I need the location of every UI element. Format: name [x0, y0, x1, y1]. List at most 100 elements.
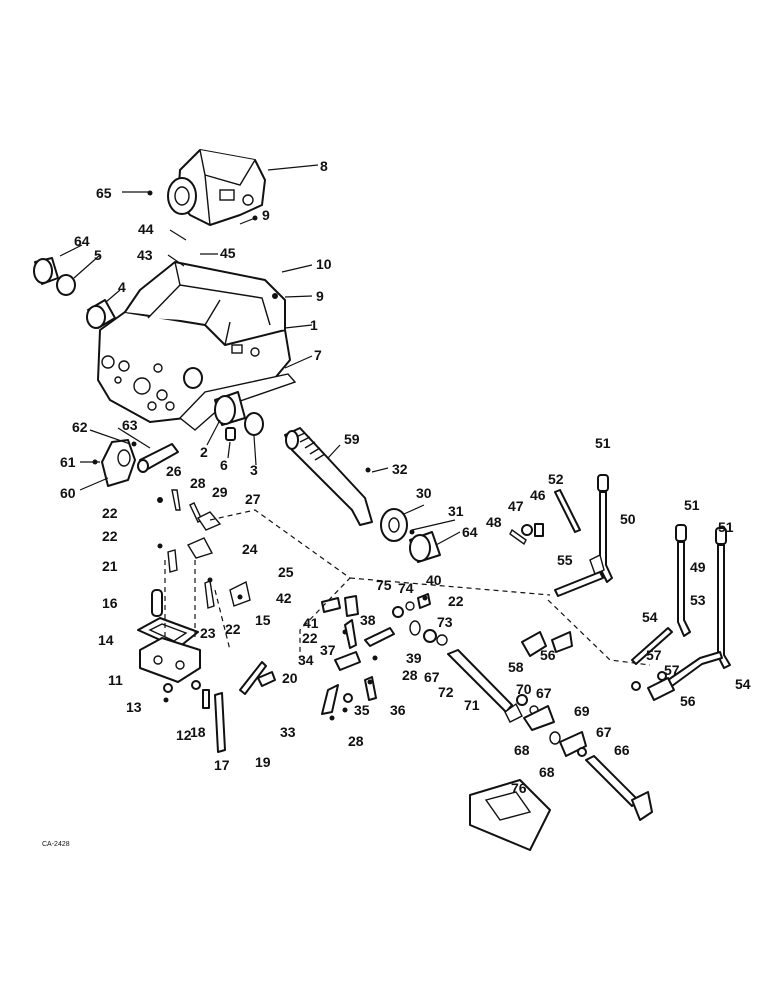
lever-49-part: [675, 524, 691, 637]
callout-22b: 22: [102, 528, 118, 544]
body-11-part: [139, 637, 201, 683]
callout-29: 29: [212, 484, 228, 500]
callout-75: 75: [376, 577, 392, 593]
clevis-56-part: [631, 671, 675, 701]
callout-67b: 67: [536, 685, 552, 701]
callout-21: 21: [102, 558, 118, 574]
callout-22d: 22: [302, 630, 318, 646]
right-small-parts: [509, 523, 587, 757]
callout-59: 59: [344, 431, 360, 447]
callout-67c: 67: [596, 724, 612, 740]
callout-1: 1: [310, 317, 318, 333]
callout-51c: 51: [718, 519, 734, 535]
callout-32: 32: [392, 461, 408, 477]
callout-69: 69: [574, 703, 590, 719]
callout-3: 3: [250, 462, 258, 478]
gasket-part: [178, 373, 297, 431]
hardware-dots: [92, 190, 428, 721]
callout-labels: 8 65 9 44 43 45 64 5 10 9 4 1 7 59 62 63…: [60, 158, 751, 796]
callout-12: 12: [176, 727, 192, 743]
housing-part: [97, 261, 291, 423]
bushing-64-part: [33, 257, 59, 285]
callout-2: 2: [200, 444, 208, 460]
bushing-4-part: [86, 299, 116, 329]
callout-20: 20: [282, 670, 298, 686]
callout-46: 46: [530, 487, 546, 503]
callout-28c: 28: [348, 733, 364, 749]
callout-34: 34: [298, 652, 314, 668]
callout-44: 44: [138, 221, 154, 237]
pin-63-part: [137, 443, 179, 473]
small-parts-left: [163, 489, 276, 753]
callout-11: 11: [108, 672, 123, 688]
lever-50-part: [589, 474, 613, 583]
link-55-part: [554, 571, 604, 597]
callout-9b: 9: [316, 288, 324, 304]
callout-53: 53: [690, 592, 706, 608]
callout-24: 24: [242, 541, 258, 557]
callout-13: 13: [126, 699, 142, 715]
control-valve-part: [167, 149, 266, 226]
pin-16-part: [151, 589, 163, 617]
callout-28b: 28: [402, 667, 418, 683]
callout-47: 47: [508, 498, 524, 514]
callout-43: 43: [137, 247, 153, 263]
callout-38: 38: [360, 612, 376, 628]
bushing-64b-part: [409, 531, 441, 563]
callout-6: 6: [220, 457, 228, 473]
callout-37: 37: [320, 642, 336, 658]
callout-64a: 64: [74, 233, 90, 249]
callout-10: 10: [316, 256, 332, 272]
callout-28a: 28: [190, 475, 206, 491]
callout-31: 31: [448, 503, 464, 519]
callout-49: 49: [690, 559, 706, 575]
callout-27: 27: [245, 491, 261, 507]
leader-lines: [59, 164, 461, 546]
callout-41: 41: [303, 615, 319, 631]
callout-61: 61: [60, 454, 76, 470]
callout-4: 4: [118, 279, 126, 295]
callout-58: 58: [508, 659, 524, 675]
dowel-6-part: [225, 427, 236, 441]
flange-30-part: [380, 508, 408, 542]
pan-76-part: [469, 779, 551, 851]
callout-16: 16: [102, 595, 118, 611]
rod-66-part: [585, 755, 653, 821]
callout-42: 42: [276, 590, 292, 606]
callout-64b: 64: [462, 524, 478, 540]
callout-63: 63: [122, 417, 138, 433]
callout-55: 55: [557, 552, 573, 568]
callout-68b: 68: [539, 764, 555, 780]
callout-7: 7: [314, 347, 322, 363]
callout-22a: 22: [102, 505, 118, 521]
callout-71: 71: [464, 697, 480, 713]
callout-40: 40: [426, 572, 442, 588]
lever-53-part: [715, 527, 731, 669]
callout-36: 36: [390, 702, 406, 718]
callout-45: 45: [220, 245, 236, 261]
seal-3-part: [244, 412, 264, 436]
callout-19: 19: [255, 754, 271, 770]
callout-14: 14: [98, 632, 114, 648]
callout-76: 76: [511, 780, 527, 796]
callout-60: 60: [60, 485, 76, 501]
callout-35: 35: [354, 702, 370, 718]
callout-23: 23: [200, 625, 216, 641]
rod-52-part: [554, 489, 581, 533]
center-parts: [321, 593, 448, 715]
callout-54a: 54: [642, 609, 658, 625]
callout-15: 15: [255, 612, 271, 628]
bushing-2-part: [214, 391, 246, 426]
shaft-59-part: [284, 427, 373, 526]
seal-5-part: [56, 274, 76, 296]
callout-5: 5: [94, 247, 102, 263]
callout-73: 73: [437, 614, 453, 630]
lever-60-part: [101, 439, 136, 487]
callout-62: 62: [72, 419, 88, 435]
callout-57b: 57: [664, 662, 680, 678]
callout-51a: 51: [595, 435, 611, 451]
callout-68a: 68: [514, 742, 530, 758]
drawing-code: CA-2428: [42, 841, 70, 848]
callout-48: 48: [486, 514, 502, 530]
